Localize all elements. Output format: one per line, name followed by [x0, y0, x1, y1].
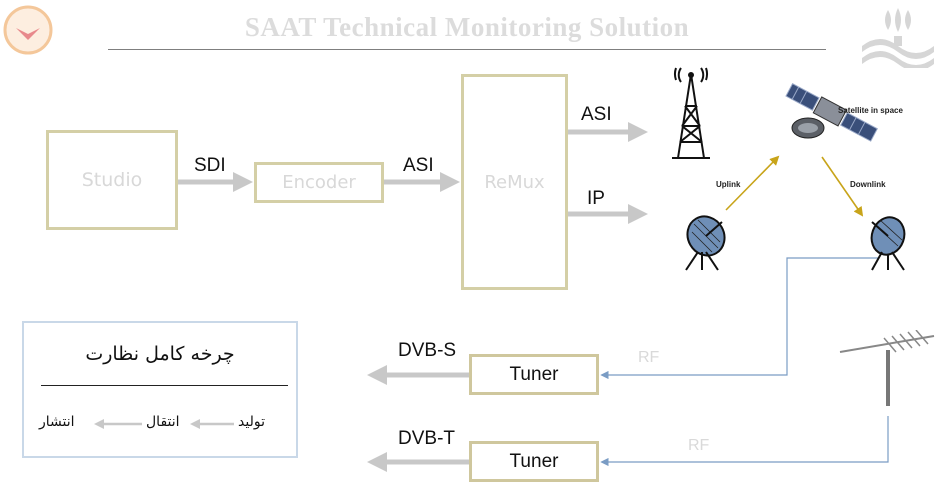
downlink-dish-icon: [864, 212, 914, 272]
page-title: SAAT Technical Monitoring Solution: [244, 12, 690, 42]
arrow-downlink: [821, 156, 864, 217]
rf-label-satellite: RF: [638, 349, 660, 366]
flow-step-production: تولید: [238, 414, 265, 430]
rf-label-terrestrial: RF: [688, 437, 710, 454]
title-divider: [108, 49, 826, 50]
encoder-block: Encoder: [254, 162, 384, 203]
tuner-dvbt-block: Tuner: [469, 441, 599, 482]
panel-title: چرخه کامل نظارت: [85, 343, 235, 365]
arrow-uplink: [725, 155, 780, 211]
panel-divider: [41, 385, 288, 386]
tuner-dvbt-label: Tuner: [509, 450, 559, 472]
studio-block: Studio: [46, 130, 178, 230]
asi-label-out: ASI: [581, 104, 612, 125]
transmission-tower-icon: [668, 66, 714, 162]
ip-label: IP: [587, 188, 605, 209]
terrestrial-antenna-icon: [834, 330, 938, 410]
asi-label-in: ASI: [403, 155, 434, 176]
sdi-label: SDI: [194, 155, 226, 176]
downlink-label: Downlink: [850, 180, 886, 189]
rf-line-terrestrial: [600, 416, 889, 467]
uplink-label: Uplink: [716, 180, 741, 189]
logo-right-icon: [858, 6, 940, 68]
flow-step-broadcast: انتشار: [39, 414, 75, 430]
dvbs-label: DVB-S: [398, 340, 457, 361]
flow-step-transmission: انتقال: [146, 414, 180, 430]
monitoring-cycle-panel: چرخه کامل نظارت تولید انتقال انتشار: [22, 321, 298, 458]
uplink-dish-icon: [676, 212, 734, 272]
encoder-label: Encoder: [282, 172, 356, 193]
flow-arrows: [94, 419, 234, 429]
tuner-dvbs-block: Tuner: [469, 354, 599, 395]
logo-left-icon: [2, 4, 54, 56]
rf-line-satellite: [600, 257, 878, 380]
dvbt-label: DVB-T: [398, 428, 455, 449]
satellite-icon: [774, 74, 882, 156]
studio-label: Studio: [81, 169, 143, 191]
remux-block: ReMux: [461, 74, 568, 290]
tuner-dvbs-label: Tuner: [509, 363, 559, 385]
remux-label: ReMux: [484, 171, 545, 193]
satellite-label: Satellite in space: [838, 106, 903, 115]
